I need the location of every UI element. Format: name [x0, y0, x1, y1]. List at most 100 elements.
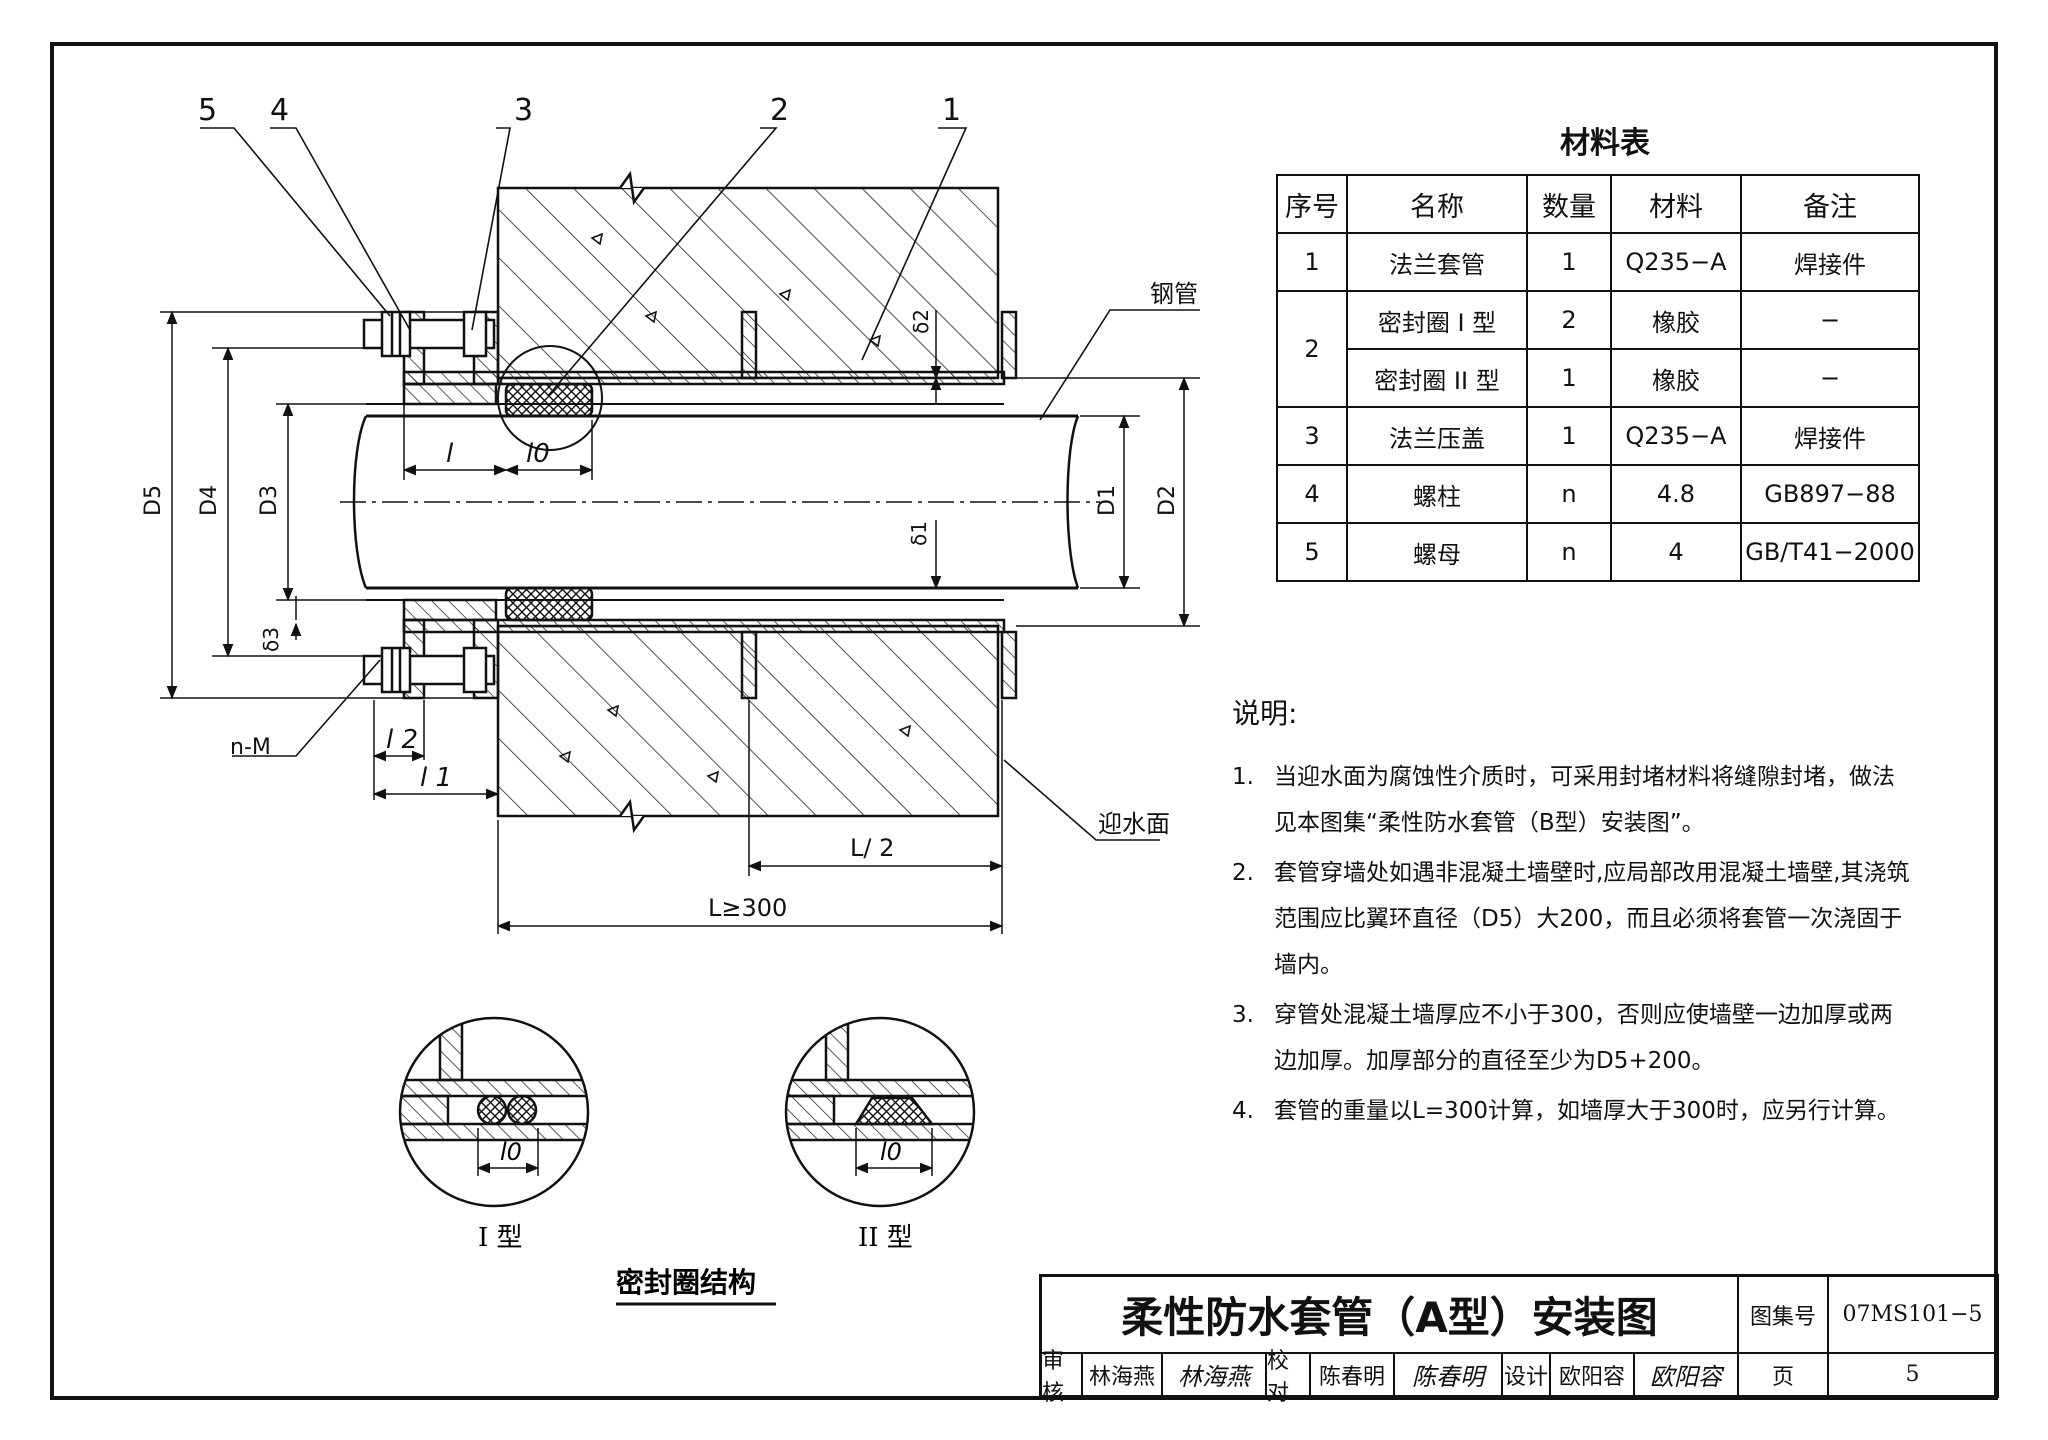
check-label: 校对: [1265, 1349, 1311, 1406]
note-item: 3. 穿管处混凝土墙厚应不小于300，否则应使墙壁一边加厚或两边加厚。加厚部分的…: [1232, 992, 1932, 1084]
sheet-border: [50, 42, 1998, 1400]
detail-circle: [497, 345, 603, 451]
cell-qty: 1: [1526, 406, 1612, 466]
page-number: 5: [1827, 1352, 1999, 1398]
dim-l: l: [446, 439, 454, 469]
cell-name: 密封圈 I 型: [1346, 290, 1528, 350]
cell-no: 3: [1276, 406, 1348, 466]
cell-material: Q235−A: [1610, 406, 1742, 466]
wing-ring-top: [740, 310, 758, 380]
end-ring-top: [1000, 310, 1018, 380]
seal-structure-caption: 密封圈结构: [616, 1266, 756, 1299]
dim-l-total: L≥300: [708, 894, 787, 922]
flange-cover-sleeve-top: [402, 382, 498, 406]
break-mark-bottom: [618, 798, 646, 834]
table-row: 密封圈 II 型 1 橡胶 −: [1277, 348, 1920, 408]
cell-qty: n: [1526, 464, 1612, 524]
cell-name: 螺柱: [1346, 464, 1528, 524]
cell-material: 橡胶: [1610, 290, 1742, 350]
detail-type2-label: II 型: [858, 1223, 913, 1253]
callout-5: 5: [198, 93, 217, 128]
designer-signature: 欧阳容: [1633, 1352, 1739, 1398]
note-text: 穿管处混凝土墙厚应不小于300，否则应使墙壁一边加厚或两边加厚。加厚部分的直径至…: [1274, 1002, 1893, 1074]
note-number: 4.: [1232, 1098, 1254, 1124]
cell-note: 焊接件: [1740, 406, 1920, 466]
cell-material: 4.8: [1610, 464, 1742, 524]
title-block: 柔性防水套管（A型）安装图 图集号 07MS101−5 审核 林海燕 林海燕 校…: [1039, 1274, 1999, 1406]
callout-1: 1: [942, 93, 961, 128]
note-item: 4. 套管的重量以L=300计算，如墙厚大于300时，应另行计算。: [1232, 1088, 1932, 1134]
bolt-spec-label: n-M: [230, 735, 271, 760]
seal-detail-type1: [398, 1016, 590, 1208]
table-header-row: 序号 名称 数量 材料 备注: [1276, 174, 1920, 234]
cell-qty: 2: [1526, 290, 1612, 350]
cell-no: 4: [1276, 464, 1348, 524]
checker-name: 陈春明: [1309, 1352, 1395, 1398]
cell-material: Q235−A: [1610, 232, 1742, 292]
reviewer-name: 林海燕: [1081, 1352, 1163, 1398]
cell-material: 4: [1610, 522, 1742, 582]
table-row: 3 法兰压盖 1 Q235−A 焊接件: [1276, 406, 1920, 466]
dim-l2: l 2: [386, 725, 418, 755]
callout-5-leader: [200, 127, 391, 317]
end-ring-bottom: [1000, 630, 1018, 700]
callout-2-leader: [547, 127, 778, 397]
flange-cover-sleeve-bottom: [402, 598, 498, 622]
header-material: 材料: [1610, 174, 1742, 234]
seal-detail-type2: [784, 1016, 976, 1208]
dim-l1: l 1: [420, 763, 452, 793]
dim-half-l: L/ 2: [850, 834, 894, 862]
reviewer-signature: 林海燕: [1161, 1352, 1267, 1398]
dim-d4: D4: [197, 485, 222, 516]
atlas-number-label: 图集号: [1737, 1274, 1829, 1354]
main-section-drawing: [160, 127, 1200, 934]
cell-qty: 1: [1526, 232, 1612, 292]
note-text: 套管穿墙处如遇非混凝土墙壁时,应局部改用混凝土墙壁,其浇筑范围应比翼环直径（D5…: [1274, 860, 1910, 978]
detail-type1-dim: l0: [500, 1138, 522, 1166]
table-row: 5 螺母 n 4 GB/T41−2000: [1276, 522, 1920, 582]
drawing-labels: 5 4 3 2 1 钢管 迎水面 n-M D5 D4 D3 D1 D2 δ1 δ…: [141, 93, 1198, 922]
callout-2: 2: [770, 93, 789, 128]
drawing-title: 柔性防水套管（A型）安装图: [1039, 1274, 1739, 1354]
header-qty: 数量: [1526, 174, 1612, 234]
notes-heading: 说明:: [1232, 697, 1298, 730]
break-mark-top: [618, 170, 646, 206]
cell-note: GB/T41−2000: [1740, 522, 1920, 582]
cell-name: 法兰套管: [1346, 232, 1528, 292]
table-row: 1 法兰套管 1 Q235−A 焊接件: [1276, 232, 1920, 292]
dim-l0: l0: [526, 439, 550, 469]
material-table-title: 材料表: [1560, 126, 1650, 161]
water-face-label: 迎水面: [1098, 810, 1170, 838]
atlas-number: 07MS101−5: [1827, 1274, 1999, 1354]
seal-ring-top: [504, 382, 594, 418]
notes-section: 说明: 1. 当迎水面为腐蚀性介质时，可采用封堵材料将缝隙封堵，做法见本图集“柔…: [1232, 692, 1932, 1138]
callout-3: 3: [514, 93, 533, 128]
bolt-top: [362, 310, 496, 358]
water-face-leader: [1003, 759, 1160, 841]
header-no: 序号: [1276, 174, 1348, 234]
note-number: 3.: [1232, 1002, 1254, 1028]
dim-d1: D1: [1095, 485, 1120, 516]
cell-note: −: [1740, 348, 1920, 408]
header-name: 名称: [1346, 174, 1528, 234]
table-row: 4 螺柱 n 4.8 GB897−88: [1276, 464, 1920, 524]
checker-signature: 陈春明: [1393, 1352, 1503, 1398]
header-note: 备注: [1740, 174, 1920, 234]
cell-name: 螺母: [1346, 522, 1528, 582]
note-number: 2.: [1232, 860, 1254, 886]
callout-1-leader: [861, 127, 968, 361]
callout-4: 4: [270, 93, 289, 128]
cell-qty: n: [1526, 522, 1612, 582]
steel-pipe-label: 钢管: [1150, 280, 1198, 308]
callout-3-leader: [471, 127, 511, 331]
note-text: 当迎水面为腐蚀性介质时，可采用封堵材料将缝隙封堵，做法见本图集“柔性防水套管（B…: [1274, 764, 1895, 836]
design-label: 设计: [1501, 1352, 1551, 1398]
dim-d3: D3: [257, 485, 282, 516]
cell-note: GB897−88: [1740, 464, 1920, 524]
cell-name: 法兰压盖: [1346, 406, 1528, 466]
seal-ring-bottom: [504, 586, 594, 622]
dim-delta1: δ1: [907, 521, 931, 546]
dim-d2: D2: [1155, 485, 1180, 516]
review-label: 审核: [1039, 1349, 1083, 1406]
